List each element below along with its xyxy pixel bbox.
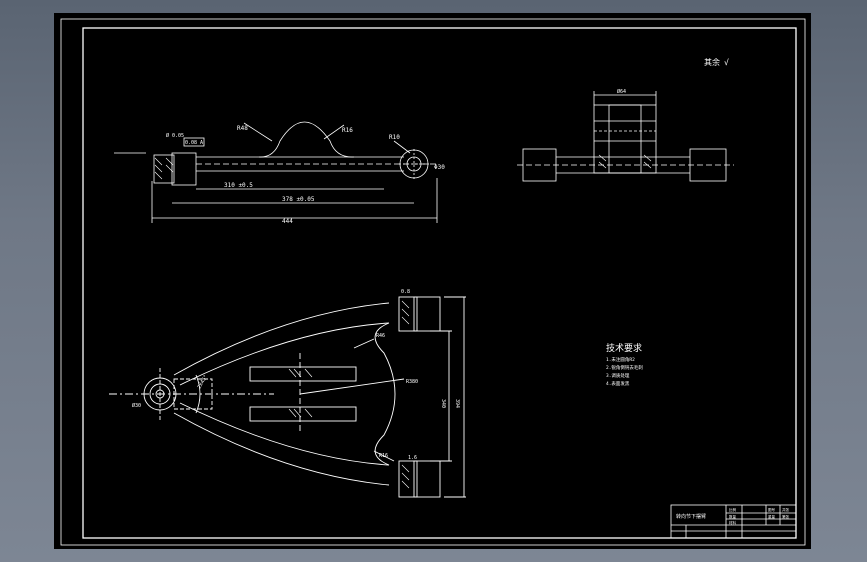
roughness-note: 其余 <box>704 57 720 67</box>
dim-dia30-plan: Ø30 <box>132 402 141 409</box>
title-cell-scale: 比例 <box>729 507 737 512</box>
dim-r46: R46 <box>376 333 385 339</box>
inner-frame <box>82 27 797 539</box>
outer-frame <box>60 18 806 546</box>
dim-r16-plan: R16 <box>379 453 388 459</box>
title-cell-sheet-no: 第张 <box>782 514 790 519</box>
dim-r48: R48 <box>237 125 248 132</box>
drawing-sheet: 其余 √ <box>54 13 811 549</box>
title-part-name: 转向节下摆臂 <box>676 513 706 520</box>
dim-tolerance: Ø 0.05 <box>166 132 184 139</box>
dim-r10: R10 <box>389 134 400 141</box>
tech-req-line-1: 1.未注圆角R2 <box>606 356 635 363</box>
drawing-canvas: 其余 √ <box>60 18 806 546</box>
title-cell-drawing-no: 图号 <box>768 507 776 512</box>
dim-dia30: Φ30 <box>434 164 445 171</box>
elevation-view <box>114 121 439 223</box>
roughness-bottom: 1.6 <box>408 455 417 461</box>
plan-view <box>109 296 466 498</box>
roughness-top: 0.8 <box>401 289 410 295</box>
dim-mid: 378 ±0.05 <box>282 196 315 203</box>
tech-req-title: 技术要求 <box>606 342 642 354</box>
geom-tol-frame: 0.08 A <box>185 140 203 146</box>
tech-req-line-4: 4.表面发黑 <box>606 380 630 387</box>
title-cell-weight: 重量 <box>768 514 776 519</box>
dim-r380: R380 <box>406 379 418 385</box>
dim-overall: 444 <box>282 218 293 225</box>
dim-r16: R16 <box>342 127 353 134</box>
dim-394: 394 <box>454 399 460 408</box>
title-block <box>670 504 797 539</box>
roughness-symbol: √ <box>724 58 729 67</box>
side-view <box>517 91 734 182</box>
title-cell-sheets: 共张 <box>782 507 790 512</box>
dim-inner: 310 ±0.5 <box>224 182 253 189</box>
dim-side-width: Ø64 <box>617 88 626 95</box>
dim-340: 340 <box>440 399 446 408</box>
title-cell-qty: 数量 <box>729 514 737 519</box>
tech-req-line-2: 2.锐角倒钝去毛刺 <box>606 364 643 371</box>
tech-req-line-3: 3.调质处理 <box>606 372 630 379</box>
title-cell-material: 材料 <box>729 520 737 525</box>
